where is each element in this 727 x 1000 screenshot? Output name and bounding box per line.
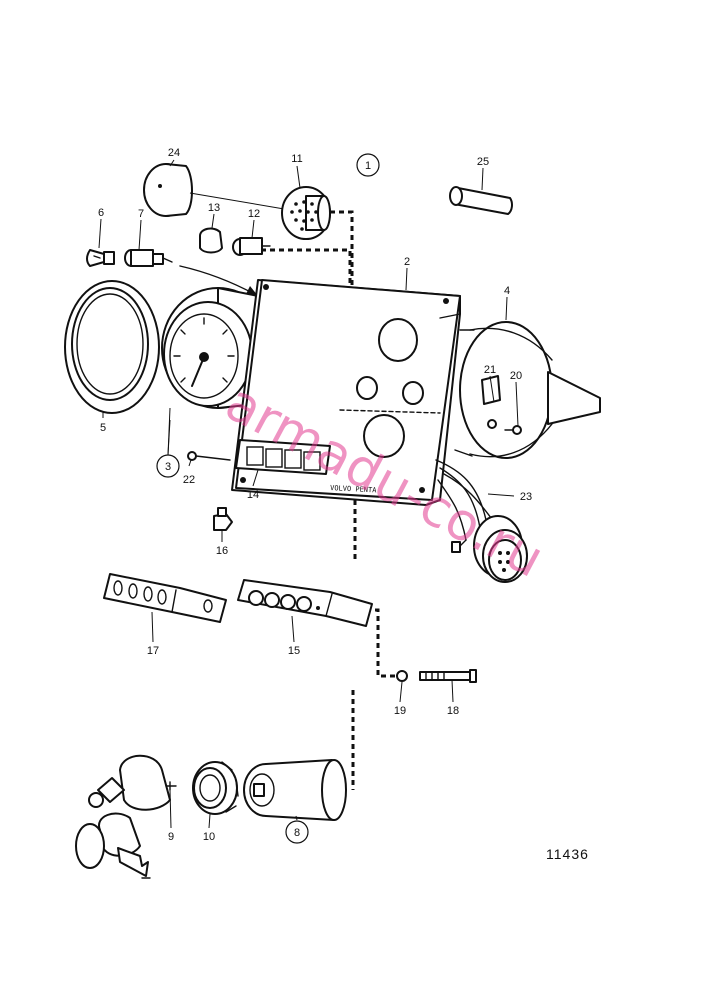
label-7: 7 bbox=[138, 208, 144, 220]
svg-text:3: 3 bbox=[165, 461, 171, 473]
label-13: 13 bbox=[208, 202, 220, 214]
label-16: 16 bbox=[216, 545, 228, 557]
label-25: 25 bbox=[477, 156, 489, 168]
cap-part-24 bbox=[143, 163, 291, 217]
label-20: 20 bbox=[510, 370, 522, 382]
bulb-holder-part-7 bbox=[124, 249, 173, 267]
label-5: 5 bbox=[100, 422, 106, 434]
switch-housing-part-17 bbox=[103, 573, 227, 623]
label-6: 6 bbox=[98, 207, 104, 219]
svg-text:1: 1 bbox=[365, 160, 371, 172]
screw-part-20 bbox=[504, 425, 522, 435]
push-button-part-16 bbox=[213, 507, 233, 531]
label-15: 15 bbox=[288, 645, 300, 657]
bezel-ring-part-5 bbox=[64, 280, 160, 418]
knob-part-13 bbox=[199, 227, 223, 254]
switch-strip-part-14 bbox=[235, 439, 331, 475]
part-labels: 24 11 25 13 12 6 7 2 4 21 20 5 22 14 23 … bbox=[98, 147, 532, 843]
label-21: 21 bbox=[484, 364, 496, 376]
screw-part-21 bbox=[487, 419, 497, 429]
tube-part-25 bbox=[449, 186, 513, 215]
bolt-part-18 bbox=[419, 669, 477, 683]
connector-plug-part-11 bbox=[281, 186, 331, 240]
label-11: 11 bbox=[291, 153, 302, 165]
label-2: 2 bbox=[404, 256, 410, 268]
screw-part-22 bbox=[187, 451, 231, 461]
bulb-part-6 bbox=[86, 249, 115, 267]
label-24: 24 bbox=[168, 147, 180, 159]
callout-3: 3 bbox=[156, 419, 180, 478]
wiring-harness-part-23 bbox=[435, 459, 528, 583]
label-18: 18 bbox=[447, 705, 459, 717]
callout-8: 8 bbox=[285, 820, 309, 844]
callout-1: 1 bbox=[356, 153, 380, 177]
gauge-ticks bbox=[173, 317, 235, 383]
ignition-key-part-9 bbox=[75, 754, 177, 879]
label-22: 22 bbox=[183, 474, 195, 486]
label-17: 17 bbox=[147, 645, 159, 657]
label-23: 23 bbox=[520, 491, 532, 503]
connector-pins bbox=[290, 200, 318, 231]
label-10: 10 bbox=[203, 831, 215, 843]
rear-cover-part-4 bbox=[454, 321, 601, 459]
label-9: 9 bbox=[168, 831, 174, 843]
label-14: 14 bbox=[247, 489, 259, 501]
label-19: 19 bbox=[394, 705, 406, 717]
nut-ring-part-10 bbox=[192, 761, 239, 815]
drawing-reference-number: 11436 bbox=[546, 846, 589, 862]
lamp-socket-part-12 bbox=[232, 237, 271, 256]
ignition-switch-body-part-8 bbox=[243, 759, 347, 821]
switch-unit-part-15 bbox=[237, 579, 373, 627]
panel-brand-text: VOLVO PENTA bbox=[330, 484, 377, 494]
svg-text:8: 8 bbox=[294, 827, 300, 839]
label-4: 4 bbox=[504, 285, 510, 297]
label-12: 12 bbox=[248, 208, 260, 220]
nut-part-19 bbox=[396, 670, 408, 682]
